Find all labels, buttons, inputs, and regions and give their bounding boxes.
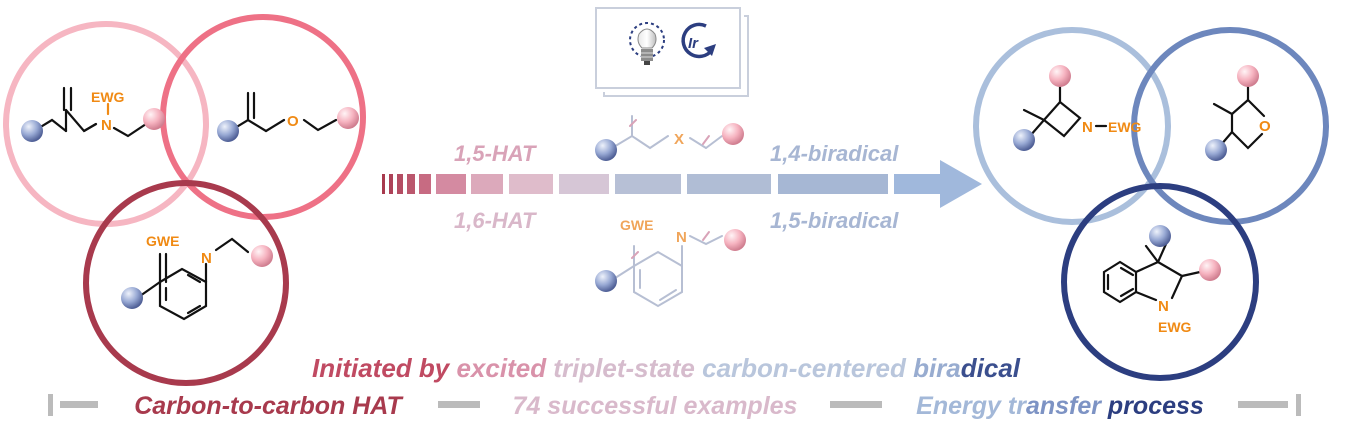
circle-product-indoline bbox=[1061, 183, 1259, 381]
right-product-circles bbox=[973, 27, 1329, 381]
lightbulb-icon bbox=[629, 22, 665, 65]
n-atom: N bbox=[201, 250, 212, 267]
substituent-blue-sphere bbox=[121, 287, 143, 309]
product-azetidine-structure bbox=[1022, 82, 1108, 138]
footer-rule bbox=[48, 394, 1301, 416]
label-1-4-biradical: 1,4-biradical bbox=[770, 141, 899, 166]
circle-product-oxetane bbox=[1131, 27, 1329, 225]
intermediate-biradical-bottom bbox=[611, 231, 723, 308]
substituent-blue-sphere bbox=[217, 120, 239, 142]
label-1-5-biradical: 1,5-biradical bbox=[770, 208, 899, 233]
headline-part-5: bira bbox=[913, 353, 961, 383]
product-oxetane-structure bbox=[1212, 82, 1266, 150]
tag-carbon-to-carbon-hat: Carbon-to-carbon HAT bbox=[134, 392, 404, 420]
substituent-pink-sphere bbox=[143, 108, 165, 130]
substituent-blue-sphere bbox=[1149, 225, 1171, 247]
ewg-label: EWG bbox=[1108, 119, 1142, 135]
headline-part-2: excited bbox=[456, 353, 553, 383]
substrate-ether-structure bbox=[228, 91, 338, 133]
tag-energy-transfer: Energy transfer process bbox=[916, 392, 1204, 420]
tag3-part-2: ansfer bbox=[1026, 392, 1108, 420]
substituent-blue-sphere bbox=[595, 139, 617, 161]
headline: Initiated by excited triplet-state carbo… bbox=[312, 353, 1021, 383]
substrate-aniline-structure bbox=[138, 237, 250, 321]
circle-substrate-aniline bbox=[83, 180, 289, 386]
tag-successful-examples: 74 successful examples bbox=[513, 392, 798, 420]
headline-part-3: triplet-state bbox=[553, 353, 702, 383]
ewg-label: EWG bbox=[1158, 319, 1192, 335]
label-1-6-hat: 1,6-HAT bbox=[454, 208, 537, 233]
reaction-arrow bbox=[382, 160, 982, 208]
svg-text:Ir: Ir bbox=[688, 35, 699, 52]
iridium-catalyst-icon: Ir bbox=[681, 22, 716, 59]
n-atom: N bbox=[101, 117, 112, 134]
photocatalyst-box: Ir bbox=[595, 7, 749, 97]
substituent-pink-sphere bbox=[337, 107, 359, 129]
substituent-blue-sphere bbox=[1205, 139, 1227, 161]
headline-part-1: Initiated by bbox=[312, 353, 456, 383]
headline-part-6: dical bbox=[961, 353, 1021, 383]
substituent-blue-sphere bbox=[21, 120, 43, 142]
n-atom: N bbox=[1158, 298, 1169, 315]
gwe-label: GWE bbox=[620, 217, 653, 233]
headline-part-4: carbon-centered bbox=[702, 353, 913, 383]
circle-product-azetidine bbox=[973, 27, 1171, 225]
n-atom: N bbox=[676, 229, 687, 246]
o-atom: O bbox=[287, 113, 299, 130]
substituent-pink-sphere bbox=[1237, 65, 1259, 87]
substituent-pink-sphere bbox=[722, 123, 744, 145]
substituent-blue-sphere bbox=[595, 270, 617, 292]
n-atom: N bbox=[1082, 119, 1093, 136]
substituent-blue-sphere bbox=[1013, 129, 1035, 151]
ewg-label: EWG bbox=[91, 89, 125, 105]
left-substrate-circles bbox=[3, 14, 366, 386]
bond bbox=[83, 123, 97, 132]
circle-substrate-ether bbox=[160, 14, 366, 220]
tag3-part-3: process bbox=[1107, 392, 1204, 420]
label-1-5-hat: 1,5-HAT bbox=[454, 141, 537, 166]
substituent-pink-sphere bbox=[724, 229, 746, 251]
substituent-pink-sphere bbox=[251, 245, 273, 267]
x-atom: X bbox=[674, 131, 684, 148]
product-indoline-structure bbox=[1102, 242, 1202, 304]
substituent-pink-sphere bbox=[1199, 259, 1221, 281]
gwe-label: GWE bbox=[146, 233, 179, 249]
o-atom: O bbox=[1259, 118, 1271, 135]
intermediate-biradical-top bbox=[611, 115, 723, 150]
substituent-pink-sphere bbox=[1049, 65, 1071, 87]
substrate-amine-structure bbox=[32, 86, 148, 138]
tag3-part-1: Energy tr bbox=[916, 392, 1027, 420]
